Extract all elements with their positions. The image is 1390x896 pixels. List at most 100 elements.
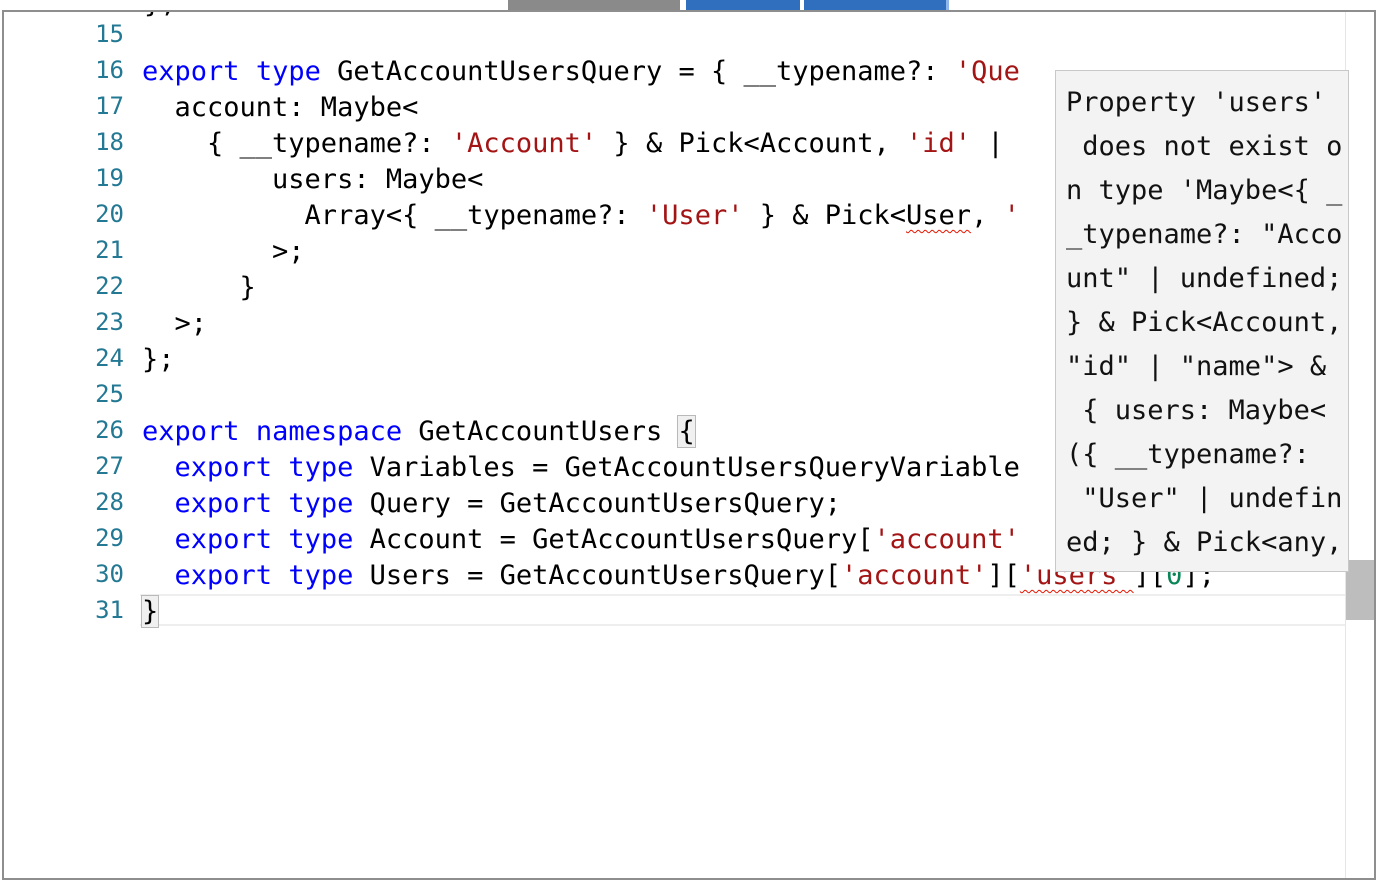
code-token: type — [288, 488, 354, 519]
code-token — [142, 560, 175, 591]
code-text: export namespace GetAccountUsers { — [142, 414, 696, 450]
code-line[interactable]: 17 account: Maybe< — [4, 90, 1346, 126]
code-token: namespace — [255, 416, 403, 447]
code-line[interactable]: 27 export type Variables = GetAccountUse… — [4, 450, 1346, 486]
code-token — [272, 452, 288, 483]
current-line-highlight — [140, 594, 1346, 626]
tooltip-line: unt" | undefined; — [1066, 263, 1343, 294]
code-line[interactable]: 26 export namespace GetAccountUsers { — [4, 414, 1346, 450]
line-number: 26 — [95, 416, 124, 444]
code-token: GetAccountUsers — [402, 416, 679, 447]
line-number: 25 — [95, 380, 124, 408]
tooltip-line: } & Pick<Account, — [1066, 307, 1343, 338]
line-number: 31 — [95, 596, 124, 624]
code-token: }; — [142, 344, 175, 375]
top-tab-blue-1[interactable] — [686, 0, 800, 10]
code-text: >; — [142, 234, 305, 270]
code-token — [272, 560, 288, 591]
code-token: User — [906, 200, 972, 231]
code-token: type — [288, 560, 354, 591]
scrollbar-thumb[interactable] — [1346, 560, 1374, 620]
code-line[interactable]: 31} — [4, 594, 1346, 630]
code-token: type — [288, 452, 354, 483]
partial-code-line: }; — [144, 12, 177, 19]
top-tab-blue-2[interactable] — [804, 0, 949, 10]
line-number: 16 — [95, 56, 124, 84]
code-text: { __typename?: 'Account' } & Pick<Accoun… — [142, 126, 1004, 162]
code-token: Account = GetAccountUsersQuery[ — [353, 524, 874, 555]
code-line[interactable]: 19 users: Maybe< — [4, 162, 1346, 198]
line-number: 19 — [95, 164, 124, 192]
code-text: export type Variables = GetAccountUsersQ… — [142, 450, 1020, 486]
code-line[interactable]: 23 >; — [4, 306, 1346, 342]
code-text: export type Users = GetAccountUsersQuery… — [142, 558, 1215, 594]
code-text: export type Query = GetAccountUsersQuery… — [142, 486, 842, 522]
code-text: } — [140, 594, 160, 630]
code-token: ' — [1003, 200, 1020, 231]
code-line[interactable]: 28 export type Query = GetAccountUsersQu… — [4, 486, 1346, 522]
code-text: >; — [142, 306, 208, 342]
line-number: 22 — [95, 272, 124, 300]
code-token: 'Account' — [450, 128, 598, 159]
code-line[interactable]: 20 Array<{ __typename?: 'User' } & Pick<… — [4, 198, 1346, 234]
code-token: export — [174, 488, 273, 519]
tooltip-line: "id" | "name"> & — [1066, 351, 1327, 382]
code-token: account: Maybe< — [142, 92, 419, 123]
line-number: 24 — [95, 344, 124, 372]
code-text: export type Account = GetAccountUsersQue… — [142, 522, 1020, 558]
code-token: users: Maybe< — [142, 164, 484, 195]
code-token: { __typename?: — [142, 128, 451, 159]
code-token — [272, 524, 288, 555]
code-line[interactable]: 29 export type Account = GetAccountUsers… — [4, 522, 1346, 558]
vertical-scrollbar[interactable] — [1345, 12, 1374, 878]
line-number: 20 — [95, 200, 124, 228]
code-token: export — [142, 416, 240, 447]
line-number: 27 — [95, 452, 124, 480]
code-line[interactable]: 22 } — [4, 270, 1346, 306]
tooltip-line: _typename?: "Acco — [1066, 219, 1343, 250]
line-number: 29 — [95, 524, 124, 552]
code-token — [142, 488, 175, 519]
code-token: 'account' — [873, 524, 1020, 555]
code-token: 'Que — [954, 56, 1020, 87]
tooltip-line: { users: Maybe< — [1066, 395, 1327, 426]
tooltip-line: Property 'users' — [1066, 87, 1327, 118]
code-token: ][ — [987, 560, 1020, 591]
code-token: 'account' — [841, 560, 988, 591]
code-token — [142, 524, 175, 555]
code-token — [272, 488, 288, 519]
code-line[interactable]: 21 >; — [4, 234, 1346, 270]
top-tab-gray[interactable] — [508, 0, 680, 10]
code-line[interactable]: 18 { __typename?: 'Account' } & Pick<Acc… — [4, 126, 1346, 162]
code-token: | — [971, 128, 1004, 159]
code-token: >; — [142, 308, 208, 339]
code-text: Array<{ __typename?: 'User' } & Pick<Use… — [142, 198, 1020, 234]
tooltip-line: does not exist o — [1066, 131, 1343, 162]
code-token: { — [677, 415, 696, 448]
code-token: export — [174, 452, 273, 483]
tooltip-line: "User" | undefin — [1066, 483, 1343, 514]
line-number: 23 — [95, 308, 124, 336]
code-token: } & Pick<Account, — [597, 128, 907, 159]
line-number: 18 — [95, 128, 124, 156]
tooltip-line: ({ __typename?: — [1066, 439, 1310, 470]
code-token — [240, 416, 256, 447]
line-number: 17 — [95, 92, 124, 120]
code-token: } — [140, 595, 160, 628]
line-number: 28 — [95, 488, 124, 516]
code-line[interactable]: 15 — [4, 18, 1346, 54]
code-token: Array<{ __typename?: — [142, 200, 646, 231]
code-token: export — [174, 524, 273, 555]
code-line[interactable]: 24}; — [4, 342, 1346, 378]
code-token: Query = GetAccountUsersQuery; — [353, 488, 842, 519]
code-line[interactable]: 25 — [4, 378, 1346, 414]
code-token: >; — [142, 236, 305, 267]
code-token: Variables = GetAccountUsersQueryVariable — [353, 452, 1020, 483]
code-text: }; — [142, 342, 175, 378]
code-token: export — [174, 560, 273, 591]
code-token: , — [971, 200, 1004, 231]
code-token: 'id' — [906, 128, 972, 159]
